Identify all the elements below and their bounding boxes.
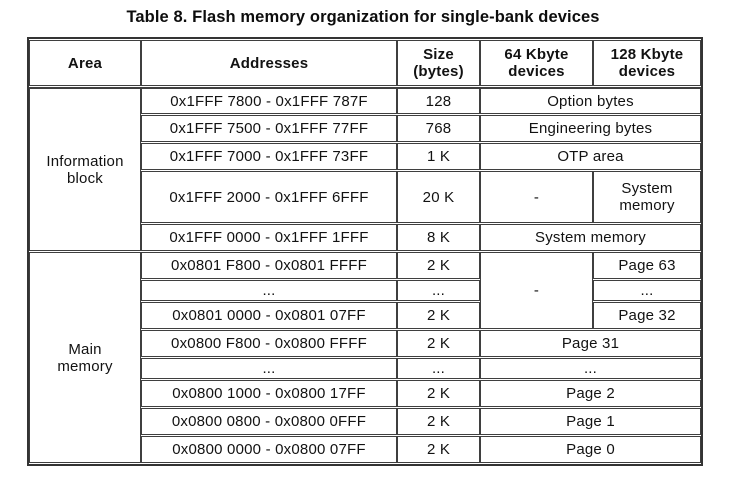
addresses-cell: 0x0801 0000 - 0x0801 07FF [141, 302, 397, 329]
devices-cell: System memory [480, 224, 701, 251]
addresses-cell: 0x0800 F800 - 0x0800 FFFF [141, 330, 397, 357]
addresses-cell: ... [141, 280, 397, 301]
size-cell: 2 K [397, 252, 480, 279]
table-row: ......... [29, 280, 701, 301]
column-header-64kbyte: 64 Kbyte devices [480, 40, 593, 86]
devices-cell: Page 0 [480, 436, 701, 463]
addresses-cell: 0x0801 F800 - 0x0801 FFFF [141, 252, 397, 279]
column-header-128kbyte: 128 Kbyte devices [593, 40, 701, 86]
dev128-cell: System memory [593, 171, 701, 223]
column-header-size: Size (bytes) [397, 40, 480, 86]
dev128-cell: Page 32 [593, 302, 701, 329]
size-cell: 1 K [397, 143, 480, 170]
addresses-cell: 0x1FFF 7500 - 0x1FFF 77FF [141, 115, 397, 142]
addresses-cell: 0x0800 1000 - 0x0800 17FF [141, 380, 397, 407]
size-cell: 2 K [397, 330, 480, 357]
dev64-cell: - [480, 252, 593, 329]
size-cell: 768 [397, 115, 480, 142]
dev128-cell: ... [593, 280, 701, 301]
size-cell: 8 K [397, 224, 480, 251]
devices-cell: Page 31 [480, 330, 701, 357]
addresses-cell: 0x1FFF 7000 - 0x1FFF 73FF [141, 143, 397, 170]
flash-memory-table: Area Addresses Size (bytes) 64 Kbyte dev… [27, 37, 703, 466]
size-cell: 2 K [397, 380, 480, 407]
size-cell: 20 K [397, 171, 480, 223]
area-cell: Information block [29, 87, 141, 251]
column-header-area: Area [29, 40, 141, 86]
dev64-cell: - [480, 171, 593, 223]
header-row: Area Addresses Size (bytes) 64 Kbyte dev… [29, 40, 701, 86]
table-caption: Table 8. Flash memory organization for s… [126, 8, 600, 26]
addresses-cell: 0x1FFF 0000 - 0x1FFF 1FFF [141, 224, 397, 251]
size-cell: 128 [397, 87, 480, 114]
devices-cell: Option bytes [480, 87, 701, 114]
size-cell: 2 K [397, 436, 480, 463]
column-header-addresses: Addresses [141, 40, 397, 86]
dev128-cell: Page 63 [593, 252, 701, 279]
addresses-cell: 0x0800 0000 - 0x0800 07FF [141, 436, 397, 463]
devices-cell: Page 1 [480, 408, 701, 435]
table-row: ......... [29, 358, 701, 379]
size-cell: 2 K [397, 302, 480, 329]
addresses-cell: 0x0800 0800 - 0x0800 0FFF [141, 408, 397, 435]
size-cell: ... [397, 280, 480, 301]
devices-cell: Engineering bytes [480, 115, 701, 142]
addresses-cell: ... [141, 358, 397, 379]
table-header: Area Addresses Size (bytes) 64 Kbyte dev… [29, 40, 701, 86]
addresses-cell: 0x1FFF 7800 - 0x1FFF 787F [141, 87, 397, 114]
area-cell: Main memory [29, 252, 141, 463]
devices-cell: Page 2 [480, 380, 701, 407]
size-cell: 2 K [397, 408, 480, 435]
devices-cell: ... [480, 358, 701, 379]
addresses-cell: 0x1FFF 2000 - 0x1FFF 6FFF [141, 171, 397, 223]
devices-cell: OTP area [480, 143, 701, 170]
size-cell: ... [397, 358, 480, 379]
